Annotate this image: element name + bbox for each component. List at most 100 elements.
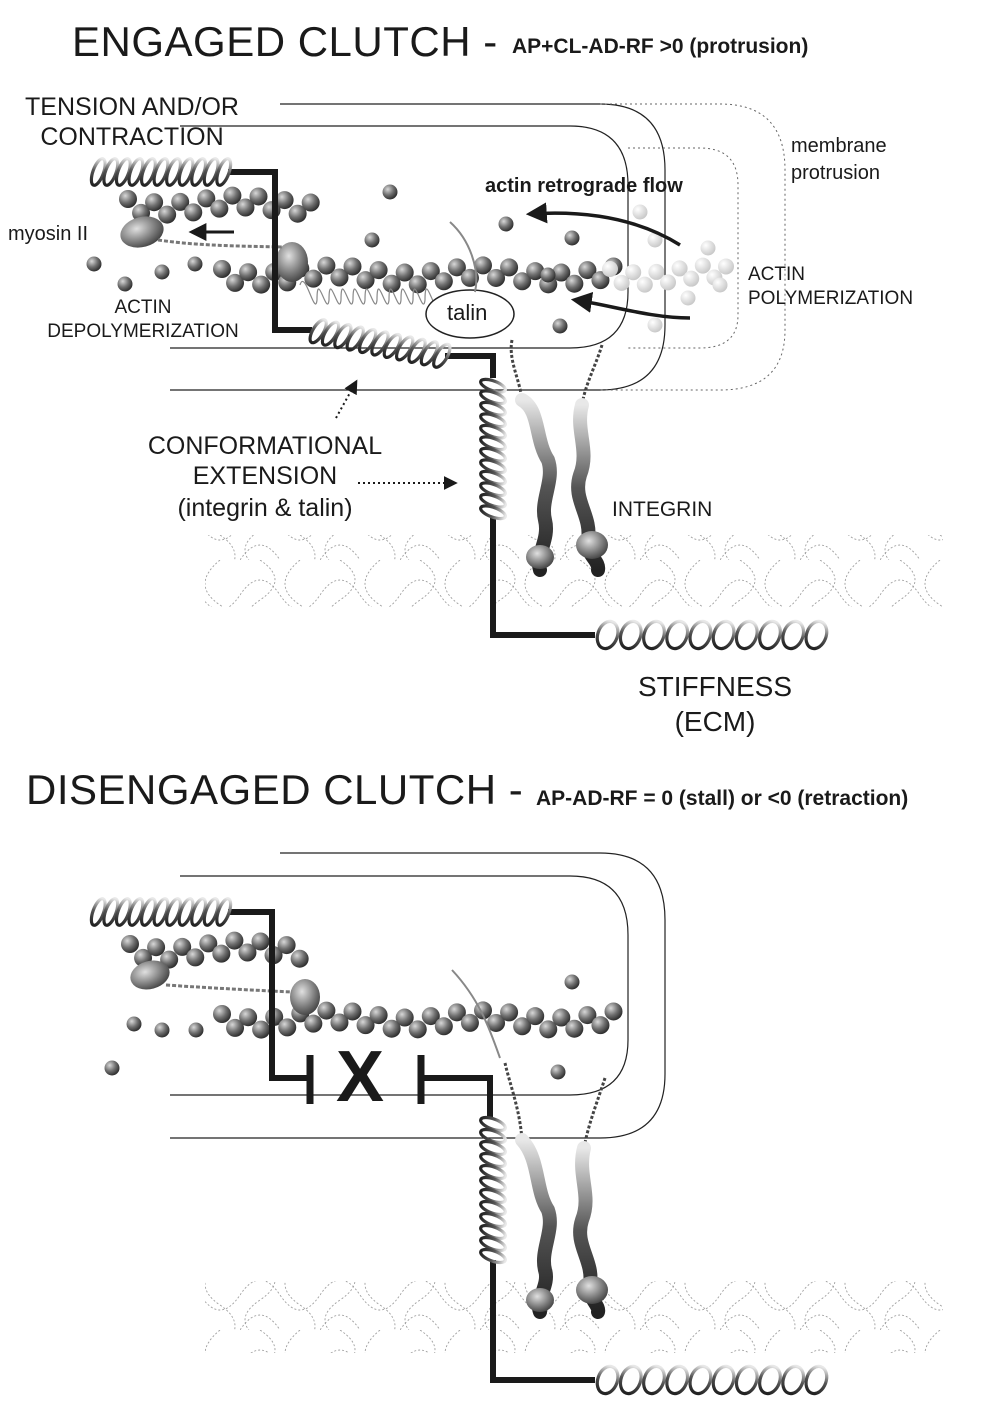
actin-bead bbox=[126, 1016, 142, 1032]
actin-bead bbox=[330, 268, 349, 287]
actin-bead bbox=[225, 931, 244, 950]
actin-bead bbox=[187, 256, 203, 272]
actin-bead bbox=[694, 257, 711, 274]
actin-bead bbox=[700, 240, 716, 256]
actin-bead bbox=[117, 276, 133, 292]
actin-bead bbox=[447, 1003, 466, 1022]
membrane-label-line1: membrane bbox=[791, 135, 887, 157]
actin-bead bbox=[460, 268, 479, 287]
stiffness-label: STIFFNESS (ECM) bbox=[590, 672, 840, 737]
actin-bead bbox=[226, 273, 245, 292]
depolymerization-label-line2: DEPOLYMERIZATION bbox=[47, 320, 239, 342]
clutch-spring bbox=[308, 318, 452, 369]
membrane-label: membrane protrusion bbox=[791, 136, 887, 184]
actin-bead bbox=[382, 274, 401, 293]
integrin-right-2 bbox=[573, 1077, 608, 1319]
spring-coil bbox=[781, 1364, 806, 1396]
actin-bead bbox=[121, 935, 139, 953]
spring-coil bbox=[781, 619, 806, 651]
actin-bead bbox=[660, 274, 676, 291]
actin-bead bbox=[236, 198, 255, 217]
integrin-left bbox=[509, 339, 557, 577]
talin-label: talin bbox=[447, 300, 488, 325]
actin-bead bbox=[119, 190, 137, 208]
actin-bead bbox=[184, 203, 203, 222]
inner-membrane-2 bbox=[170, 875, 629, 1096]
actin-bead bbox=[330, 1013, 349, 1032]
actin-bead bbox=[304, 269, 323, 288]
actin-bead bbox=[171, 192, 190, 211]
actin-bead bbox=[474, 256, 492, 275]
actin-bead bbox=[238, 943, 257, 962]
actin-bead bbox=[712, 277, 728, 293]
spring-coil bbox=[618, 1364, 643, 1396]
actin-bead bbox=[683, 270, 700, 287]
actin-bead bbox=[213, 1005, 231, 1023]
spring-coil bbox=[215, 897, 233, 927]
disengaged-linkage-right bbox=[421, 1075, 493, 1118]
actin-bead bbox=[252, 1020, 271, 1039]
clutch-linkage-ecm bbox=[490, 518, 595, 638]
outer-membrane bbox=[170, 103, 666, 391]
actin-bead bbox=[212, 944, 231, 963]
actin-bead bbox=[487, 1013, 506, 1032]
actin-bead bbox=[565, 274, 584, 293]
actin-bead bbox=[395, 1008, 414, 1027]
actin-bead bbox=[447, 258, 466, 277]
conformational-arrow-talin bbox=[335, 379, 358, 419]
actin-bead bbox=[647, 317, 663, 333]
actin-bead bbox=[199, 934, 218, 953]
inner-membrane bbox=[170, 125, 629, 349]
actin-bead bbox=[613, 274, 630, 291]
spring-coil bbox=[595, 1364, 620, 1396]
talin-rod-2 bbox=[451, 969, 501, 1059]
actin-monomers-2 bbox=[104, 974, 580, 1080]
actin-bead bbox=[275, 191, 294, 210]
spring-coil bbox=[595, 619, 620, 651]
tension-spring-2 bbox=[89, 897, 233, 927]
disengaged-panel bbox=[89, 852, 943, 1396]
actin-bead bbox=[498, 216, 514, 232]
actin-bead bbox=[395, 263, 414, 282]
polymerization-label-line1: ACTIN bbox=[748, 264, 805, 285]
actin-bead bbox=[104, 1060, 120, 1076]
actin-bead bbox=[210, 199, 229, 218]
actin-bead bbox=[487, 268, 506, 287]
actin-bead bbox=[632, 204, 648, 220]
disengaged-linkage-ecm bbox=[490, 1260, 595, 1383]
myosin-head bbox=[120, 216, 164, 248]
stiffness-spring bbox=[595, 619, 829, 651]
spring-coil bbox=[215, 157, 233, 187]
tension-label: TENSION AND/OR CONTRACTION bbox=[6, 94, 258, 151]
talin-body bbox=[425, 289, 515, 339]
actin-bead bbox=[252, 275, 271, 294]
actin-bead bbox=[578, 1006, 597, 1025]
actin-bead bbox=[460, 1013, 479, 1032]
actin-bead bbox=[526, 262, 545, 281]
actin-bead bbox=[526, 1007, 545, 1026]
actin-bead bbox=[540, 267, 556, 283]
myosin-head-2 bbox=[130, 960, 170, 990]
actin-bead bbox=[249, 187, 268, 206]
actin-bead bbox=[648, 263, 665, 280]
polymerizing-actin bbox=[602, 257, 734, 293]
actin-bead bbox=[369, 1006, 388, 1025]
tension-spring bbox=[89, 157, 233, 187]
conformational-label: CONFORMATIONAL EXTENSION (integrin & tal… bbox=[100, 433, 430, 521]
actin-bead bbox=[552, 1008, 571, 1027]
actin-bead bbox=[317, 256, 336, 275]
actin-bead bbox=[301, 193, 320, 212]
actin-bead bbox=[223, 186, 242, 205]
actin-bead bbox=[552, 263, 571, 282]
actin-bead bbox=[369, 261, 388, 280]
actin-bead bbox=[408, 275, 427, 294]
disengaged-equation: AP-AD-RF = 0 (stall) or <0 (retraction) bbox=[536, 787, 909, 810]
actin-bead bbox=[382, 1019, 401, 1038]
stiffness-label-line1: STIFFNESS bbox=[637, 671, 792, 702]
actin-bead bbox=[356, 1016, 375, 1035]
stiffness-spring-2 bbox=[595, 1364, 829, 1396]
actin-bead bbox=[173, 937, 192, 956]
actin-bead bbox=[226, 1018, 245, 1037]
spring-coil bbox=[758, 1364, 782, 1396]
